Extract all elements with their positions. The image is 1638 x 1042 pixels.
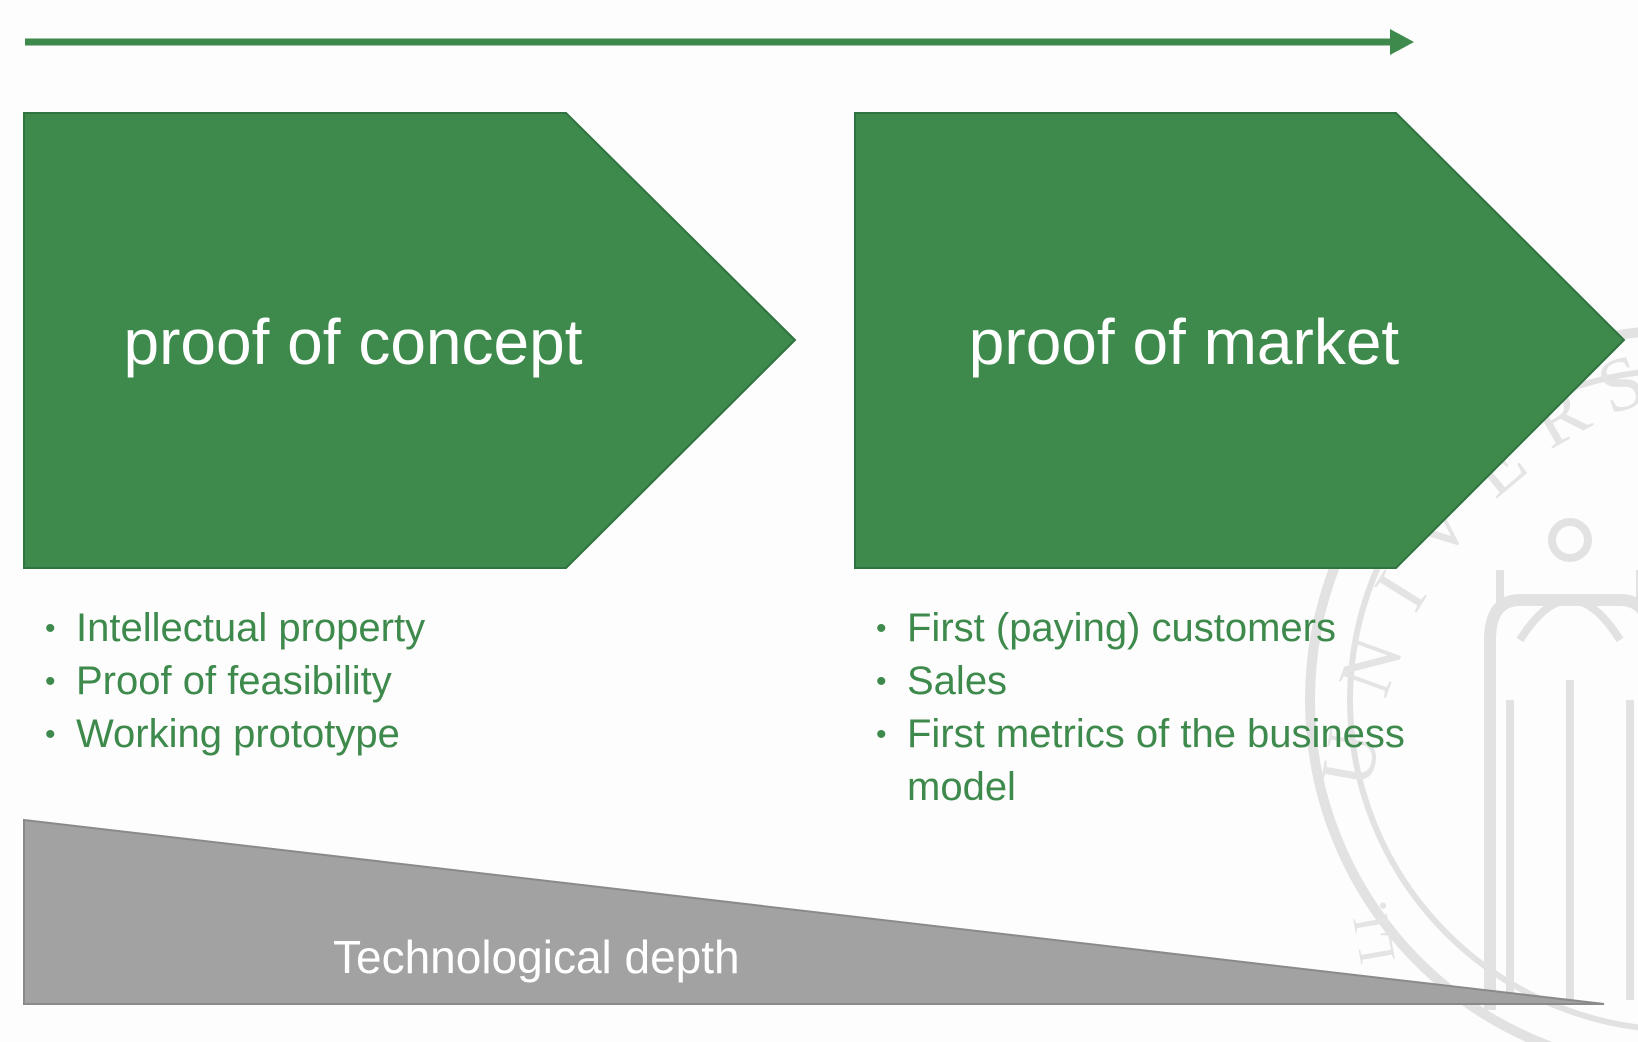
bullet-item: Proof of feasibility	[45, 655, 805, 708]
bullet-item: Intellectual property	[45, 602, 805, 655]
proof-of-concept-bullet-list: Intellectual property Proof of feasibili…	[45, 602, 805, 761]
stage-title-proof-of-concept: proof of concept	[123, 306, 583, 378]
technological-depth-wedge	[23, 818, 1605, 1005]
bullet-item: Working prototype	[45, 708, 805, 761]
technological-depth-label: Technological depth	[333, 931, 740, 983]
seal-text-fragment-small: LI.	[1340, 897, 1407, 968]
bullet-item: First metrics of the business model	[876, 708, 1466, 813]
timeline-arrow	[25, 29, 1414, 55]
stage-chevron-proof-of-concept	[23, 112, 797, 569]
stage-chevron-proof-of-market	[854, 112, 1626, 569]
stage-title-proof-of-market: proof of market	[968, 306, 1400, 378]
proof-of-market-bullet-list: First (paying) customers Sales First met…	[876, 602, 1466, 813]
bullet-item: First (paying) customers	[876, 602, 1466, 655]
bullet-item: Sales	[876, 655, 1466, 708]
